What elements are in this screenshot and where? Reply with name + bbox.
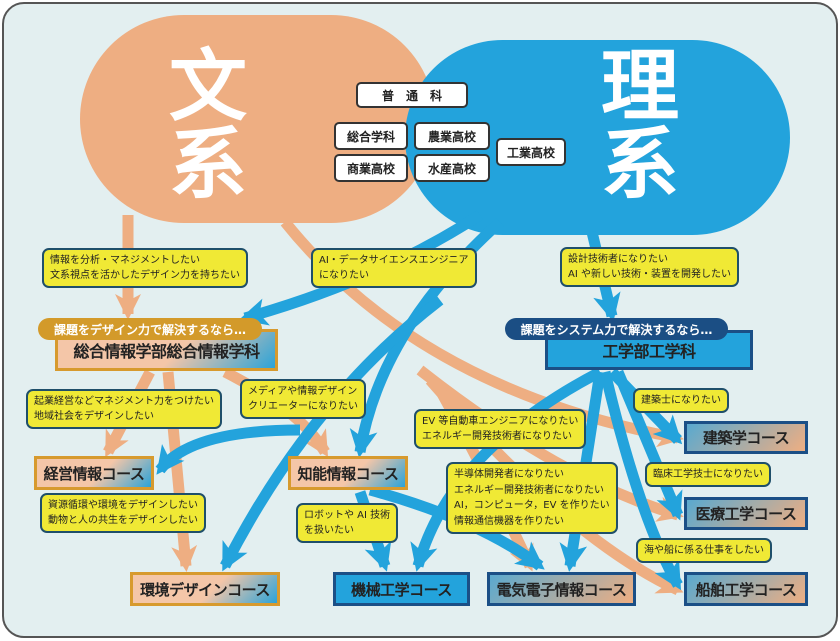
- course-kenchiku[interactable]: 建築学コース: [684, 421, 808, 454]
- school-nogyo: 農業高校: [414, 122, 490, 150]
- course-iryo[interactable]: 医療工学コース: [684, 497, 808, 530]
- callout-marine: 海や船に係る仕事をしたい: [636, 538, 772, 563]
- rikei-title: 理系: [600, 42, 679, 210]
- school-kogyo: 工業高校: [496, 138, 566, 166]
- course-kankyo[interactable]: 環境デザインコース: [130, 572, 280, 606]
- school-suisan: 水産高校: [414, 154, 490, 182]
- course-keiei[interactable]: 経営情報コース: [34, 456, 154, 490]
- faculty-system-tag: 課題をシステム力で解決するなら…: [505, 318, 728, 340]
- bunkei-bubble: [80, 15, 435, 223]
- course-denki[interactable]: 電気電子情報コース: [487, 572, 636, 606]
- course-senpaku[interactable]: 船舶工学コース: [684, 572, 808, 606]
- course-kikai[interactable]: 機械工学コース: [333, 572, 470, 606]
- faculty-design-tag: 課題をデザイン力で解決するなら…: [38, 318, 262, 340]
- callout-info-analysis: 情報を分析・マネジメントしたい文系視点を活かしたデザイン力を持ちたい: [42, 248, 248, 288]
- callout-clinical: 臨床工学技士になりたい: [645, 462, 771, 487]
- callout-ai-data: AI・データサイエンスエンジニアになりたい: [311, 248, 477, 288]
- arrow-system-kikai: [410, 367, 603, 572]
- callout-environment: 資源循環や環境をデザインしたい動物と人の共生をデザインしたい: [40, 493, 206, 533]
- callout-media: メディアや情報デザインクリエーターになりたい: [240, 379, 366, 419]
- arrow-rikei-keiei: [155, 424, 301, 475]
- arrow-system-senpaku: [599, 370, 683, 591]
- callout-management: 起業経営などマネジメント力をつけたい地域社会をデザインしたい: [26, 389, 222, 429]
- school-futsuka: 普 通 科: [356, 82, 468, 108]
- callout-ev: EV 等自動車エンジニアになりたいエネルギー開発技術者になりたい: [414, 409, 587, 449]
- callout-architect: 建築士になりたい: [633, 388, 729, 413]
- bunkei-title: 文系: [168, 42, 247, 210]
- arrow-system-iryo: [612, 369, 684, 521]
- school-sogo: 総合学科: [334, 122, 408, 150]
- course-chino[interactable]: 知能情報コース: [288, 456, 408, 490]
- school-shogyo: 商業高校: [334, 154, 408, 182]
- callout-robot: ロボットや AI 技術を扱いたい: [296, 503, 399, 543]
